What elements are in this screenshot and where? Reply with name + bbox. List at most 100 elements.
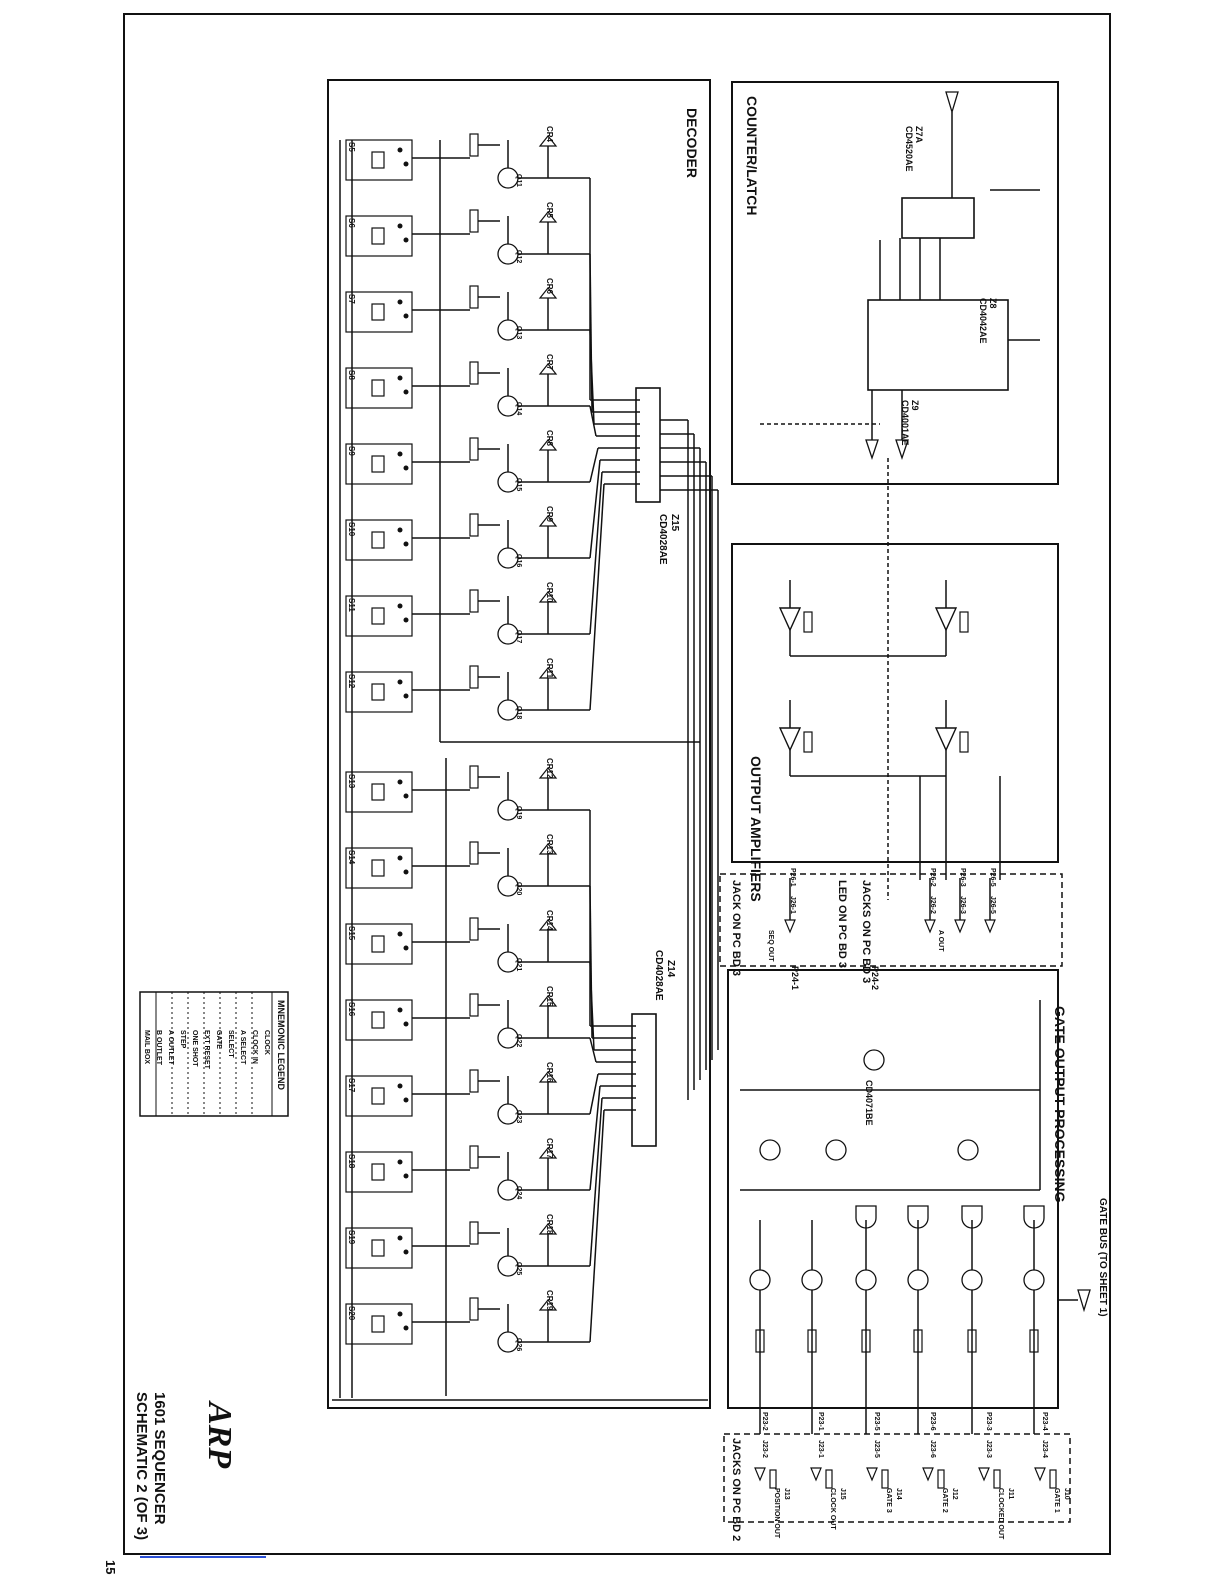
op-amp-symbol [778,727,802,752]
switch-terminal [403,237,409,243]
switch-terminal [397,147,403,153]
switch-label: S11 [347,598,356,612]
gate-jack-body [1049,1469,1057,1489]
decoder-output-wire [589,405,597,437]
gate-jack-symbol [810,1467,822,1482]
led-label: CR16 [545,1062,554,1083]
switch-terminal [403,793,409,799]
gate-jack-function: CLOCK OUT [829,1488,836,1530]
decoder-output-wire [589,483,605,711]
switch-terminal [403,1249,409,1255]
step-switch [345,1075,413,1117]
gate-transistor [801,1269,823,1291]
gate-jacks-dashed [723,1433,1071,1523]
resistor [803,731,813,753]
step-switch [345,367,413,409]
decoder-output-wire [589,1085,601,1191]
output-amplifiers-label: OUTPUT AMPLIFIERS [748,756,764,902]
gate-transistor [957,1139,979,1161]
transistor-label: Q14 [515,402,522,416]
transistor-label: Q12 [515,250,522,264]
switch-terminal [397,1235,403,1241]
op-amp-symbol [934,727,958,752]
step-switch [345,215,413,257]
output-plug-label: P26-5 [989,868,996,887]
gate-bus-note: GATE BUS (TO SHEET 1) [1097,1198,1108,1317]
gate-plug-label: P23-1 [817,1412,824,1431]
gate-jack-name: J12 [951,1488,958,1500]
switch-terminal [397,603,403,609]
decoder-ic-z14 [631,1013,657,1147]
switch-label: S12 [347,674,356,689]
legend-row: B OUTLET [155,1030,162,1065]
title-line2: SCHEMATIC 2 (OF 3) [133,1392,150,1541]
switch-contact [371,455,385,473]
gate-jack-name: J10 [1063,1488,1070,1500]
resistor [807,1329,817,1353]
gate-jack-label: J23-5 [873,1440,880,1458]
legend-row: ONE SHOT [191,1030,198,1067]
decoder-output-wire [589,471,603,635]
gate-jack-label: J23-6 [929,1440,936,1458]
switch-label: S13 [347,774,356,789]
pot-resistor [469,665,479,689]
gate-transistor [759,1139,781,1161]
led-label: CR4 [545,126,554,143]
gate-jack-function: CLOCKED OUT [997,1488,1004,1540]
resistor [1029,1329,1039,1353]
switch-label: S8 [347,370,356,380]
jacks-pc-bd2-label: JACKS ON PC BD 2 [730,1438,742,1542]
switch-label: S5 [347,142,356,152]
counter-ic-z7a [901,197,975,239]
switch-terminal [397,679,403,685]
switch-terminal [397,855,403,861]
gate-transistor [1023,1269,1045,1291]
gate-jack-body [937,1469,945,1489]
jack-symbol [924,919,936,934]
switch-label: S10 [347,522,356,537]
gate-jack-label: J23-1 [817,1440,824,1458]
bottom-rule [140,1556,266,1558]
switch-terminal [397,1311,403,1317]
counter-input-arrow [945,91,959,115]
gate-plug-label: P23-5 [873,1412,880,1431]
led-label: CR15 [545,986,554,1007]
legend-title: MNEMONIC LEGEND [276,1000,286,1090]
pot-resistor [469,1221,479,1245]
pot-resistor [469,1069,479,1093]
switch-terminal [397,451,403,457]
transistor-label: Q15 [515,478,522,492]
sheet-border [123,13,1111,1555]
transistor-label: Q22 [515,1034,522,1048]
step-switch [345,1151,413,1193]
led-label: CR14 [545,910,554,931]
switch-contact [371,227,385,245]
decoder-output-wire [589,329,595,425]
gate-jack-function: GATE 3 [885,1488,892,1513]
or-gate-symbol [961,1205,983,1229]
switch-terminal [397,299,403,305]
pot-resistor [469,133,479,157]
jack-symbol [784,919,796,934]
output-plug-label: P26-1 [789,868,796,887]
legend-row: MAIL BOX [143,1030,150,1065]
switch-contact [371,607,385,625]
pot-resistor [469,209,479,233]
transistor-label: Q19 [515,806,522,820]
step-switch [345,671,413,713]
led-label: CR9 [545,506,554,523]
switch-label: S6 [347,218,356,228]
transistor-label: Q18 [515,706,522,720]
transistor-label: Q24 [515,1186,522,1200]
gate-jack-body [881,1469,889,1489]
z15-label: Z15 [669,514,680,532]
gate-plug-label: P23-4 [1041,1412,1048,1431]
step-switch [345,923,413,965]
switch-contact [371,1087,385,1105]
led-label: CR8 [545,430,554,447]
resistor [861,1329,871,1353]
switch-contact [371,683,385,701]
decoder-ic-z15 [635,387,661,503]
arp-logo: ARP [201,1402,238,1469]
